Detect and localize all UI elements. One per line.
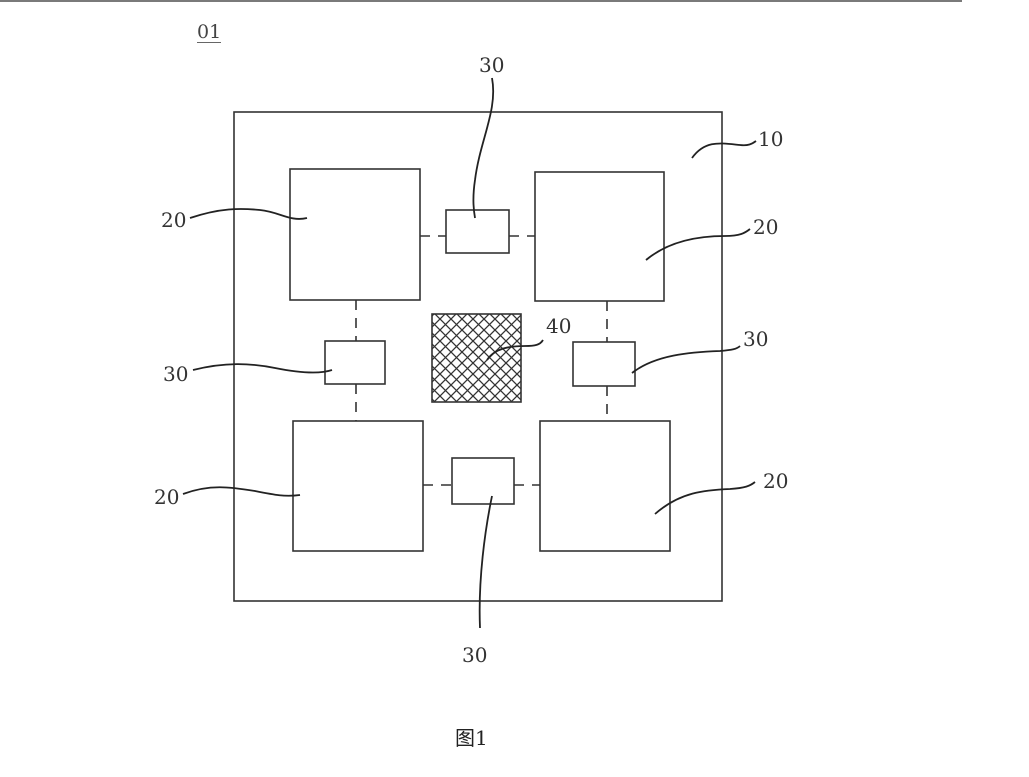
leader-20-br xyxy=(654,481,756,515)
leader-30-bottom xyxy=(478,495,493,629)
figure-id-label: 01 xyxy=(197,21,222,43)
leader-lines xyxy=(182,77,757,629)
leader-20-tr xyxy=(645,228,751,261)
bridge-30-top xyxy=(445,209,510,254)
label-20-top-right: 20 xyxy=(753,215,778,239)
label-20-bottom-right: 20 xyxy=(763,469,788,493)
chip-20-top-left xyxy=(289,168,421,301)
center-element-40 xyxy=(431,313,522,403)
bridge-30-bottom xyxy=(451,457,515,505)
page-top-rule xyxy=(0,0,962,2)
dashed-connectors xyxy=(355,235,608,486)
chip-20-bottom-left xyxy=(292,420,424,552)
label-20-top-left: 20 xyxy=(161,208,186,232)
label-30-left: 30 xyxy=(163,362,188,386)
substrate-10 xyxy=(233,111,723,602)
bridge-30-left xyxy=(324,340,386,385)
figure-caption: 图1 xyxy=(455,726,488,750)
chip-20-top-right xyxy=(534,171,665,302)
chip-20-bottom-right xyxy=(539,420,671,552)
label-10: 10 xyxy=(758,127,783,151)
leader-40 xyxy=(486,339,544,361)
leader-20-bl xyxy=(182,486,301,497)
leader-10 xyxy=(691,140,757,159)
label-40: 40 xyxy=(546,314,571,338)
leader-30-top xyxy=(472,77,495,219)
leader-30-left xyxy=(192,363,333,374)
label-30-top: 30 xyxy=(479,53,504,77)
leader-30-right xyxy=(631,345,741,374)
label-20-bottom-left: 20 xyxy=(154,485,179,509)
bridge-30-right xyxy=(572,341,636,387)
leader-20-tl xyxy=(189,208,308,220)
label-30-bottom: 30 xyxy=(462,643,487,667)
label-30-right: 30 xyxy=(743,327,768,351)
